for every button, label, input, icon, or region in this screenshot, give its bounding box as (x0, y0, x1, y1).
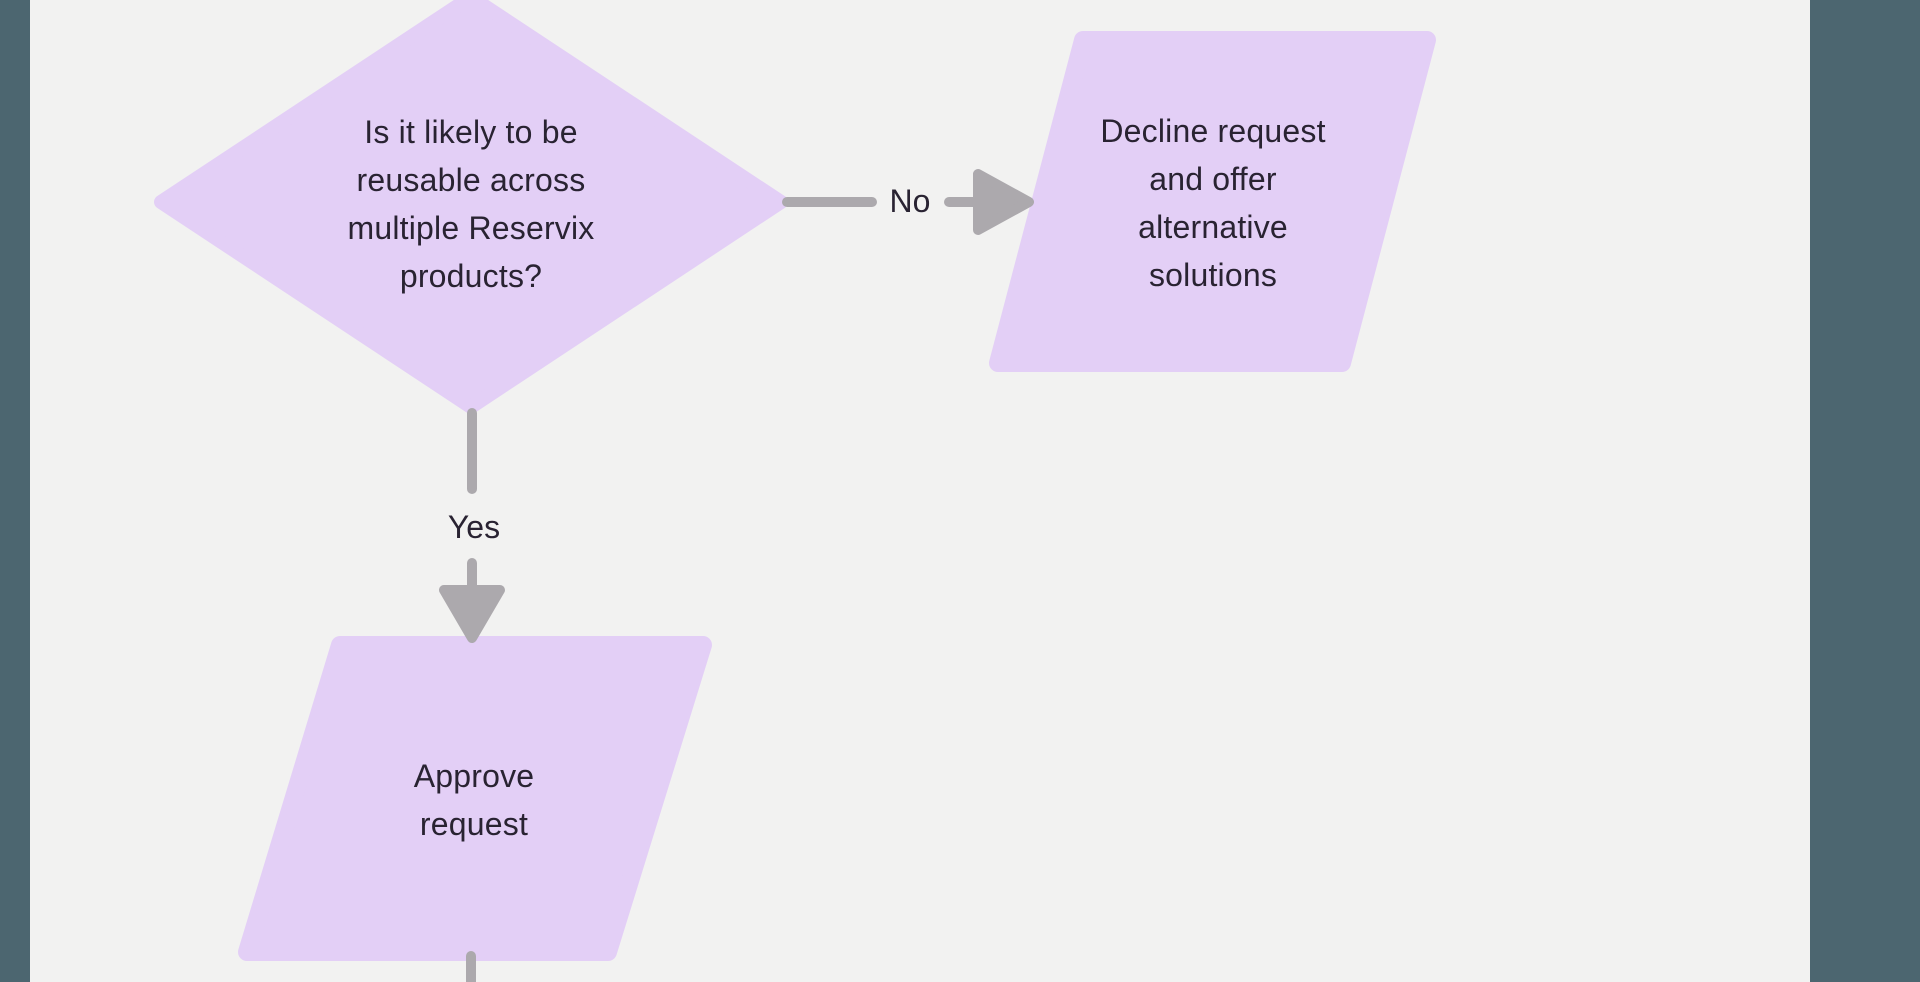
flowchart-canvas[interactable]: Is it likely to be reusable across multi… (30, 0, 1810, 982)
arrowhead-right-icon (973, 169, 1034, 235)
arrowhead-down-icon (439, 585, 505, 643)
decline-node-label[interactable]: Decline request and offer alternative so… (1100, 113, 1326, 293)
yes-edge-label[interactable]: Yes (447, 509, 501, 545)
decision-node-label[interactable]: Is it likely to be reusable across multi… (347, 114, 595, 294)
decline-parallelogram-shape[interactable] (989, 31, 1436, 372)
flowchart-shapes-layer (154, 0, 1436, 982)
approve-parallelogram-shape[interactable] (238, 636, 712, 961)
decision-diamond-shape[interactable] (154, 0, 788, 414)
no-edge-label[interactable]: No (889, 183, 931, 219)
approve-node-label[interactable]: Approve request (413, 758, 535, 842)
